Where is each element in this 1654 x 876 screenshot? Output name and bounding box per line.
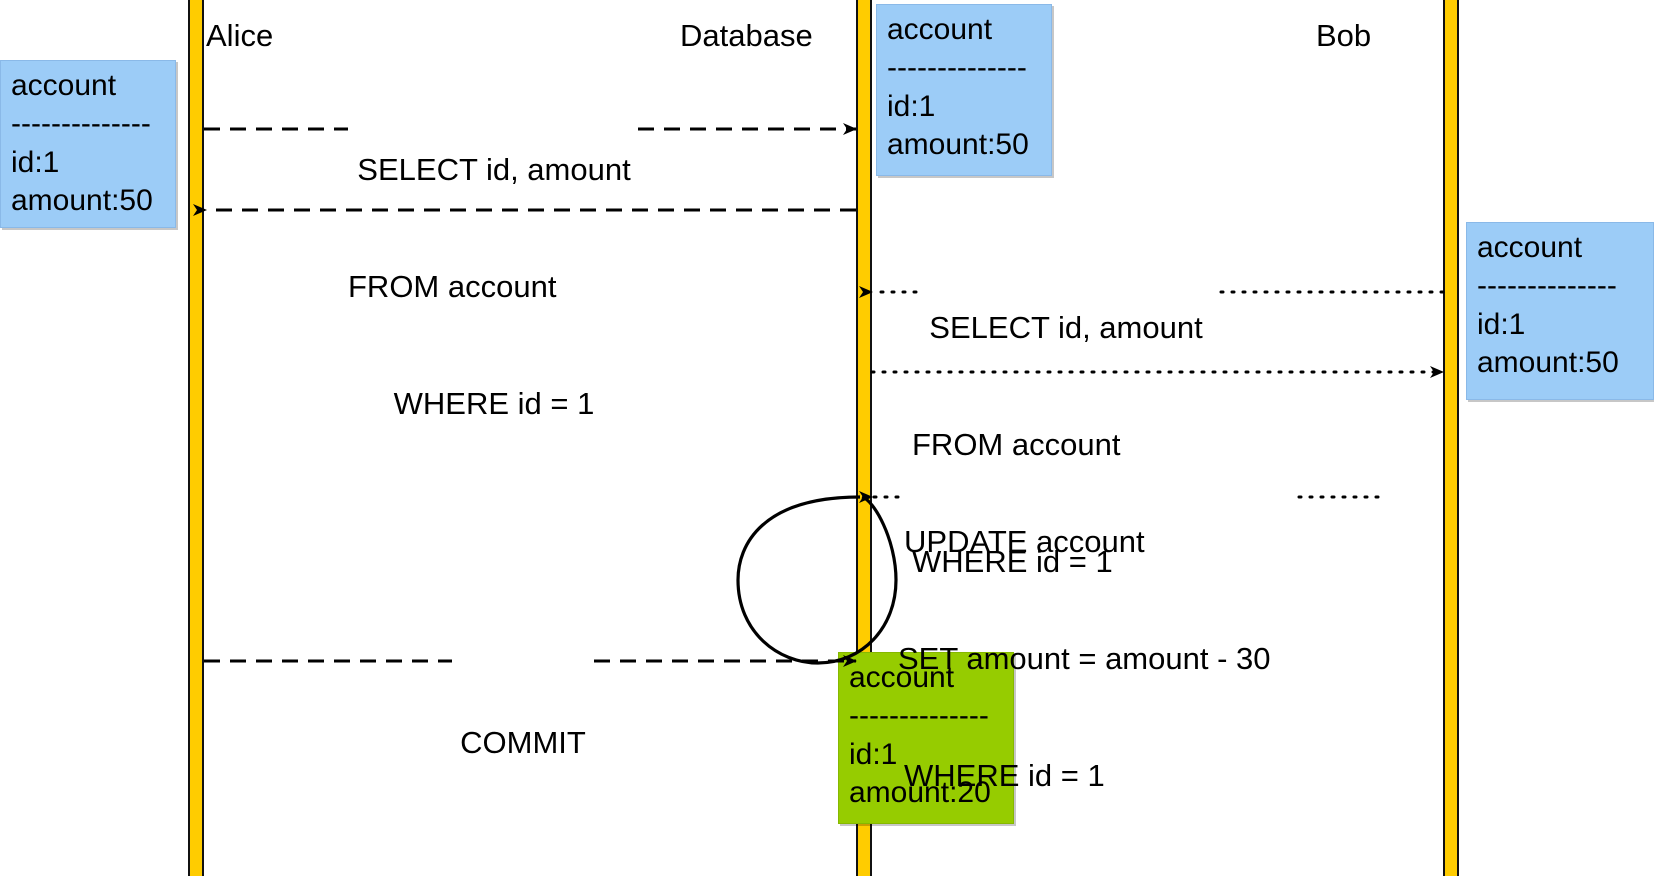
lifeline-alice[interactable] xyxy=(188,0,204,876)
note-title: account xyxy=(11,69,117,102)
note-title: account xyxy=(1477,231,1583,264)
note-separator: -------------- xyxy=(11,107,151,141)
arrow-db-self-loop xyxy=(736,495,898,665)
note-field-amount: amount:20 xyxy=(849,776,991,810)
msg-line: FROM account xyxy=(912,427,1121,463)
note-field-id: id:1 xyxy=(11,145,60,179)
note-field-id: id:1 xyxy=(887,89,936,123)
note-field-amount: amount:50 xyxy=(1477,346,1619,380)
msg-line: SET amount = amount - 30 xyxy=(898,641,1271,677)
actor-label-database: Database xyxy=(680,18,813,53)
note-db-state-final: account -------------- id:1 amount:20 xyxy=(838,652,1014,824)
msg-label-bob-update: UPDATE account SET amount = amount - 30 … xyxy=(898,444,1290,874)
msg-line: SELECT id, amount xyxy=(357,152,631,188)
msg-label-bob-select: SELECT id, amount FROM account WHERE id … xyxy=(912,230,1220,660)
note-alice-state: account -------------- id:1 amount:50 xyxy=(0,60,176,228)
msg-line: COMMIT xyxy=(460,725,586,761)
msg-line: UPDATE account xyxy=(904,524,1145,560)
note-field-amount: amount:50 xyxy=(11,184,153,218)
note-field-amount: amount:50 xyxy=(887,128,1029,162)
note-title: account xyxy=(849,661,955,694)
msg-line: FROM account xyxy=(348,269,557,305)
msg-line: WHERE id = 1 xyxy=(912,544,1113,580)
msg-label-alice-commit: COMMIT xyxy=(452,645,594,840)
note-title: account xyxy=(887,13,993,46)
note-db-state-initial: account -------------- id:1 amount:50 xyxy=(876,4,1052,176)
actor-label-bob: Bob xyxy=(1316,18,1372,53)
note-bob-state: account -------------- id:1 amount:50 xyxy=(1466,222,1654,400)
lifeline-bob[interactable] xyxy=(1443,0,1459,876)
actor-label-alice: Alice xyxy=(206,18,274,53)
msg-label-alice-select: SELECT id, amount FROM account WHERE id … xyxy=(348,72,640,502)
note-separator: -------------- xyxy=(887,51,1027,85)
note-separator: -------------- xyxy=(1477,269,1617,303)
note-field-id: id:1 xyxy=(849,737,898,771)
msg-line: SELECT id, amount xyxy=(929,310,1203,346)
msg-line: WHERE id = 1 xyxy=(904,758,1105,794)
note-separator: -------------- xyxy=(849,699,989,733)
msg-line: WHERE id = 1 xyxy=(393,386,595,422)
note-field-id: id:1 xyxy=(1477,307,1526,341)
